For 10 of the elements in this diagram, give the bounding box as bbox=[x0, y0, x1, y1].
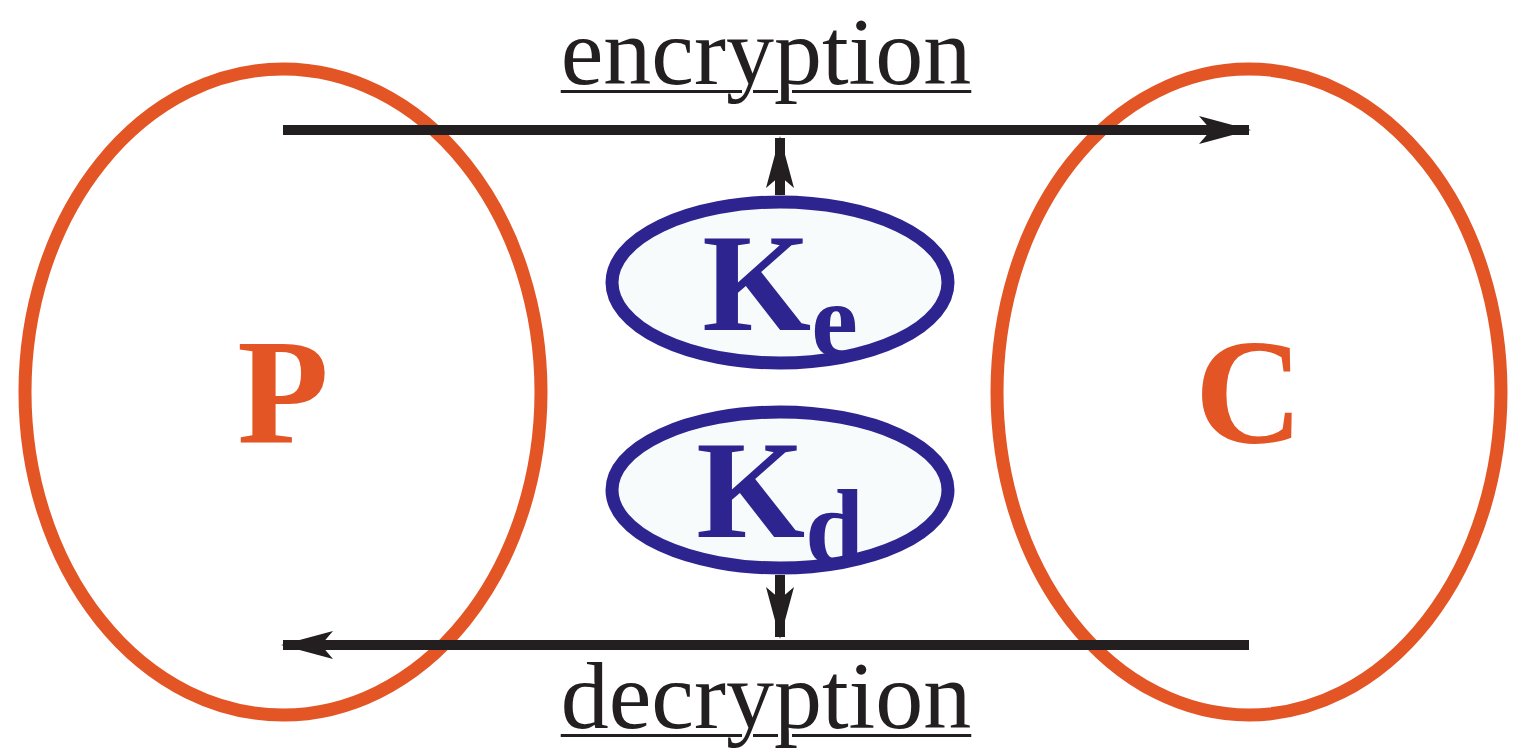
arrow bbox=[283, 116, 1251, 144]
ellipse-node bbox=[990, 62, 1508, 722]
ellipse-node bbox=[605, 195, 955, 370]
node-label: P bbox=[237, 317, 329, 467]
node-label: C bbox=[1194, 317, 1304, 467]
ellipse-node bbox=[605, 405, 955, 575]
arrow bbox=[281, 631, 1249, 659]
arrow bbox=[766, 575, 794, 639]
arrow bbox=[766, 136, 794, 195]
ellipse-node bbox=[18, 62, 548, 722]
